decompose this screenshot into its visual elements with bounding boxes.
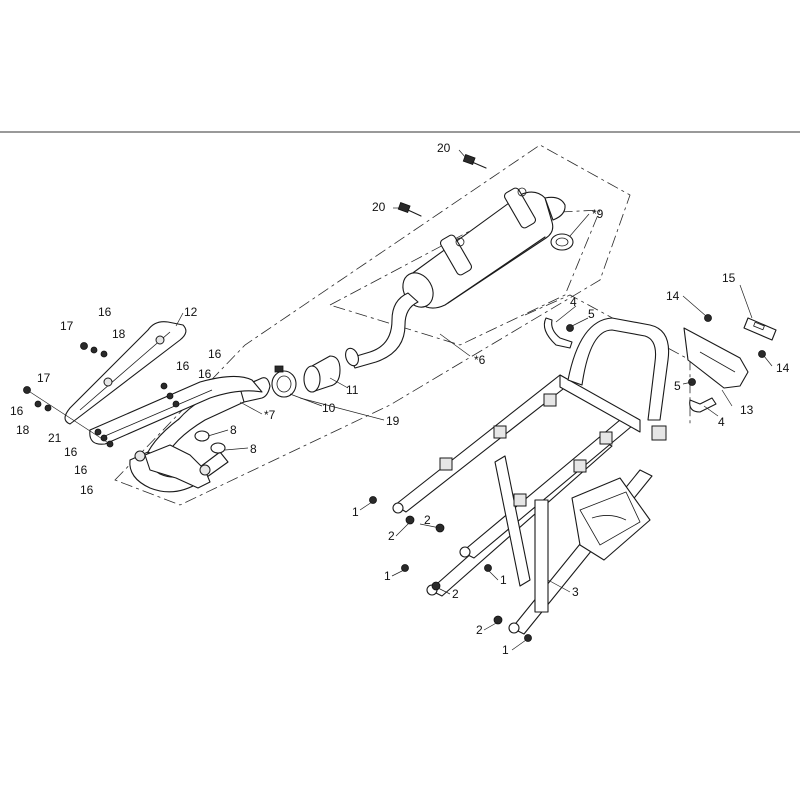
label-1-a: 1 xyxy=(352,505,359,519)
label-17-top: 17 xyxy=(60,319,74,333)
label-20-upper: 20 xyxy=(437,141,451,155)
bracket-4-lower xyxy=(689,397,717,413)
nut-5-upper xyxy=(566,324,574,332)
label-13: 13 xyxy=(740,403,754,417)
label-18-top: 18 xyxy=(112,327,126,341)
label-16-bottom-b: 16 xyxy=(74,463,88,477)
nut-2-group xyxy=(405,515,503,625)
label-21: 21 xyxy=(48,431,62,445)
bracket-13 xyxy=(683,327,749,389)
label-5-lower: 5 xyxy=(674,379,681,393)
label-1-c: 1 xyxy=(500,573,507,587)
screw-14-upper xyxy=(704,314,712,322)
label-15: 15 xyxy=(722,271,736,285)
header-pipe xyxy=(129,377,271,493)
label-3: 3 xyxy=(572,585,579,599)
label-10: 10 xyxy=(322,401,336,415)
fasteners-left xyxy=(23,342,180,448)
clamp-10 xyxy=(271,365,297,398)
label-1-b: 1 xyxy=(384,569,391,583)
label-11: 11 xyxy=(346,383,359,397)
label-12: 12 xyxy=(184,305,198,319)
gasket-8-upper xyxy=(194,430,210,442)
label-4-upper: 4 xyxy=(570,295,577,309)
label-8-upper: 8 xyxy=(230,423,237,437)
label-20-lower: 20 xyxy=(372,200,386,214)
plate-15 xyxy=(743,317,777,341)
label-16-bottom-c: 16 xyxy=(80,483,94,497)
bolt-20-upper xyxy=(462,154,487,169)
label-2-d: 2 xyxy=(476,623,483,637)
label-6: *6 xyxy=(474,353,486,367)
label-14-lower: 14 xyxy=(776,361,790,375)
label-7: *7 xyxy=(264,408,276,422)
label-2-a: 2 xyxy=(388,529,395,543)
label-16-right-b: 16 xyxy=(176,359,190,373)
label-14-upper: 14 xyxy=(666,289,680,303)
label-9: *9 xyxy=(592,207,604,221)
screw-14-lower xyxy=(758,350,766,358)
label-1-d: 1 xyxy=(502,643,509,657)
label-8-lower: 8 xyxy=(250,442,257,456)
bolt-20-lower xyxy=(397,202,422,217)
label-17-left: 17 xyxy=(37,371,51,385)
sleeve-11 xyxy=(303,355,341,393)
bracket-4-upper xyxy=(543,317,573,349)
label-19: 19 xyxy=(386,414,400,428)
label-16-left: 16 xyxy=(10,404,24,418)
label-5-upper: 5 xyxy=(588,307,595,321)
label-16-right-c: 16 xyxy=(198,367,212,381)
label-4-lower: 4 xyxy=(718,415,725,429)
group-outline-19 xyxy=(114,144,631,506)
label-2-b: 2 xyxy=(424,513,431,527)
label-16-top: 16 xyxy=(98,305,112,319)
bolt-1-group xyxy=(369,496,532,642)
rear-frame xyxy=(392,317,670,635)
label-16-bottom-a: 16 xyxy=(64,445,78,459)
muffler xyxy=(345,187,566,369)
leader-lines xyxy=(175,149,773,651)
label-18-left: 18 xyxy=(16,423,30,437)
gasket-8-lower xyxy=(210,442,226,454)
label-16-right-a: 16 xyxy=(208,347,222,361)
label-2-c: 2 xyxy=(452,587,459,601)
gasket-9 xyxy=(550,233,574,251)
part-labels: 20 20 *9 *6 *7 10 11 19 8 8 12 17 16 18 … xyxy=(10,141,790,657)
heat-shield-21 xyxy=(89,375,263,445)
group-outline-6 xyxy=(328,209,601,346)
heat-shield-12 xyxy=(64,321,187,425)
